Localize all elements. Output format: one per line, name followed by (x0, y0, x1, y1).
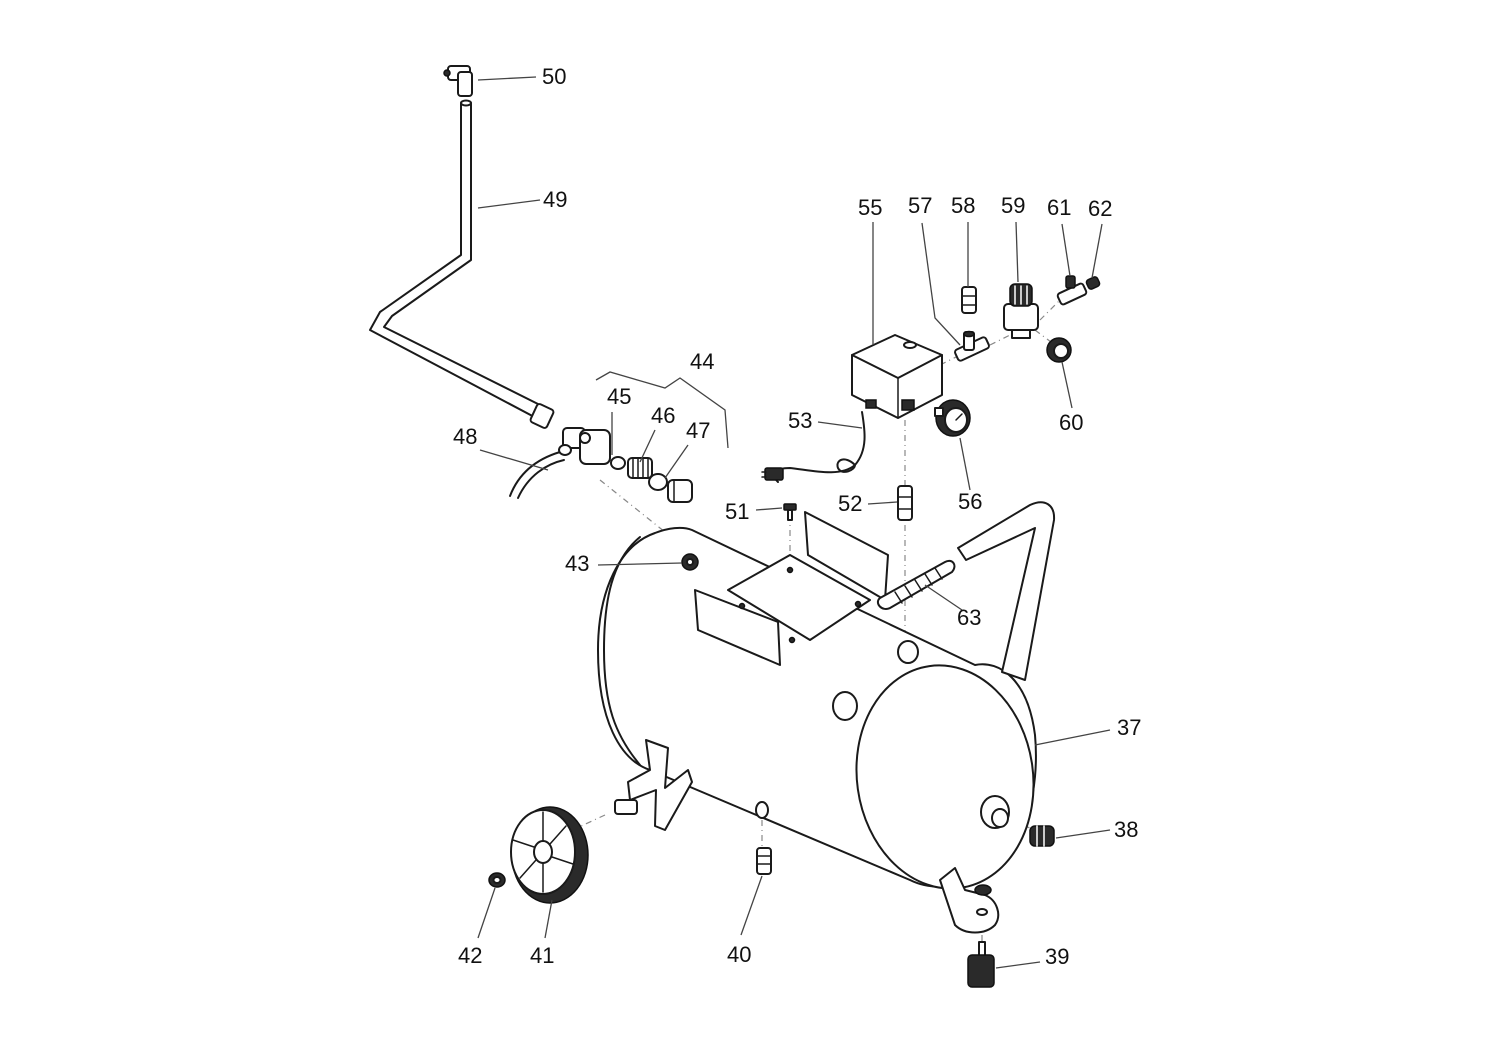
callout-44: 44 (690, 349, 714, 374)
callout-50: 50 (542, 64, 566, 89)
part-50-elbow-fitting (443, 65, 473, 97)
callout-51: 51 (725, 499, 749, 524)
part-40-drain-valve (756, 847, 772, 875)
part-56-pressure-gauge (934, 399, 971, 437)
part-39-rubber-foot (967, 941, 995, 988)
part-63-tube-sleeve (876, 559, 956, 610)
callout-38: 38 (1114, 817, 1138, 842)
part-44-check-valve-assembly (558, 371, 729, 503)
callout-49: 49 (543, 187, 567, 212)
callout-58: 58 (951, 193, 975, 218)
part-59-regulator (1003, 283, 1039, 339)
callout-55: 55 (858, 195, 882, 220)
part-41-wheel (510, 806, 589, 904)
callout-42: 42 (458, 943, 482, 968)
part-47-seal (648, 473, 668, 491)
callout-40: 40 (727, 942, 751, 967)
callout-57: 57 (908, 193, 932, 218)
callout-47: 47 (686, 418, 710, 443)
part-43-plug (681, 553, 699, 571)
part-62-coupler-plug (1085, 276, 1101, 290)
part-53-power-cord (761, 411, 866, 483)
rear-foot-bracket (939, 867, 1000, 934)
part-52-nipple (897, 485, 913, 521)
part-61-quick-coupler (1056, 275, 1088, 306)
tank-rear-handle (957, 501, 1056, 681)
part-42-hub-cap (488, 872, 506, 888)
callout-46: 46 (651, 403, 675, 428)
callout-48: 48 (453, 424, 477, 449)
part-60-outlet-gauge (1046, 337, 1072, 363)
part-51-screw (783, 503, 797, 521)
callout-63: 63 (957, 605, 981, 630)
callout-37: 37 (1117, 715, 1141, 740)
callout-59: 59 (1001, 193, 1025, 218)
callout-39: 39 (1045, 944, 1069, 969)
leader-lines (477, 76, 1111, 969)
part-49-handle-tube (369, 99, 555, 429)
part-48-pipe (509, 451, 565, 499)
mounting-plate (694, 511, 889, 666)
callout-53: 53 (788, 408, 812, 433)
part-45-o-ring (610, 456, 626, 470)
part-55-pressure-switch (851, 334, 943, 419)
part-38-plug (1029, 825, 1055, 847)
callout-60: 60 (1059, 410, 1083, 435)
part-46-spring (627, 457, 653, 479)
front-leg-bracket (614, 739, 693, 831)
part-58-safety-valve (961, 286, 977, 314)
callout-45: 45 (607, 384, 631, 409)
callout-61: 61 (1047, 195, 1071, 220)
callout-43: 43 (565, 551, 589, 576)
callout-56: 56 (958, 489, 982, 514)
callout-41: 41 (530, 943, 554, 968)
part-57-tee-fitting (954, 330, 990, 362)
callout-62: 62 (1088, 196, 1112, 221)
callout-52: 52 (838, 491, 862, 516)
callout-labels: 37 38 39 40 41 42 43 44 45 46 47 48 49 5… (453, 64, 1141, 969)
